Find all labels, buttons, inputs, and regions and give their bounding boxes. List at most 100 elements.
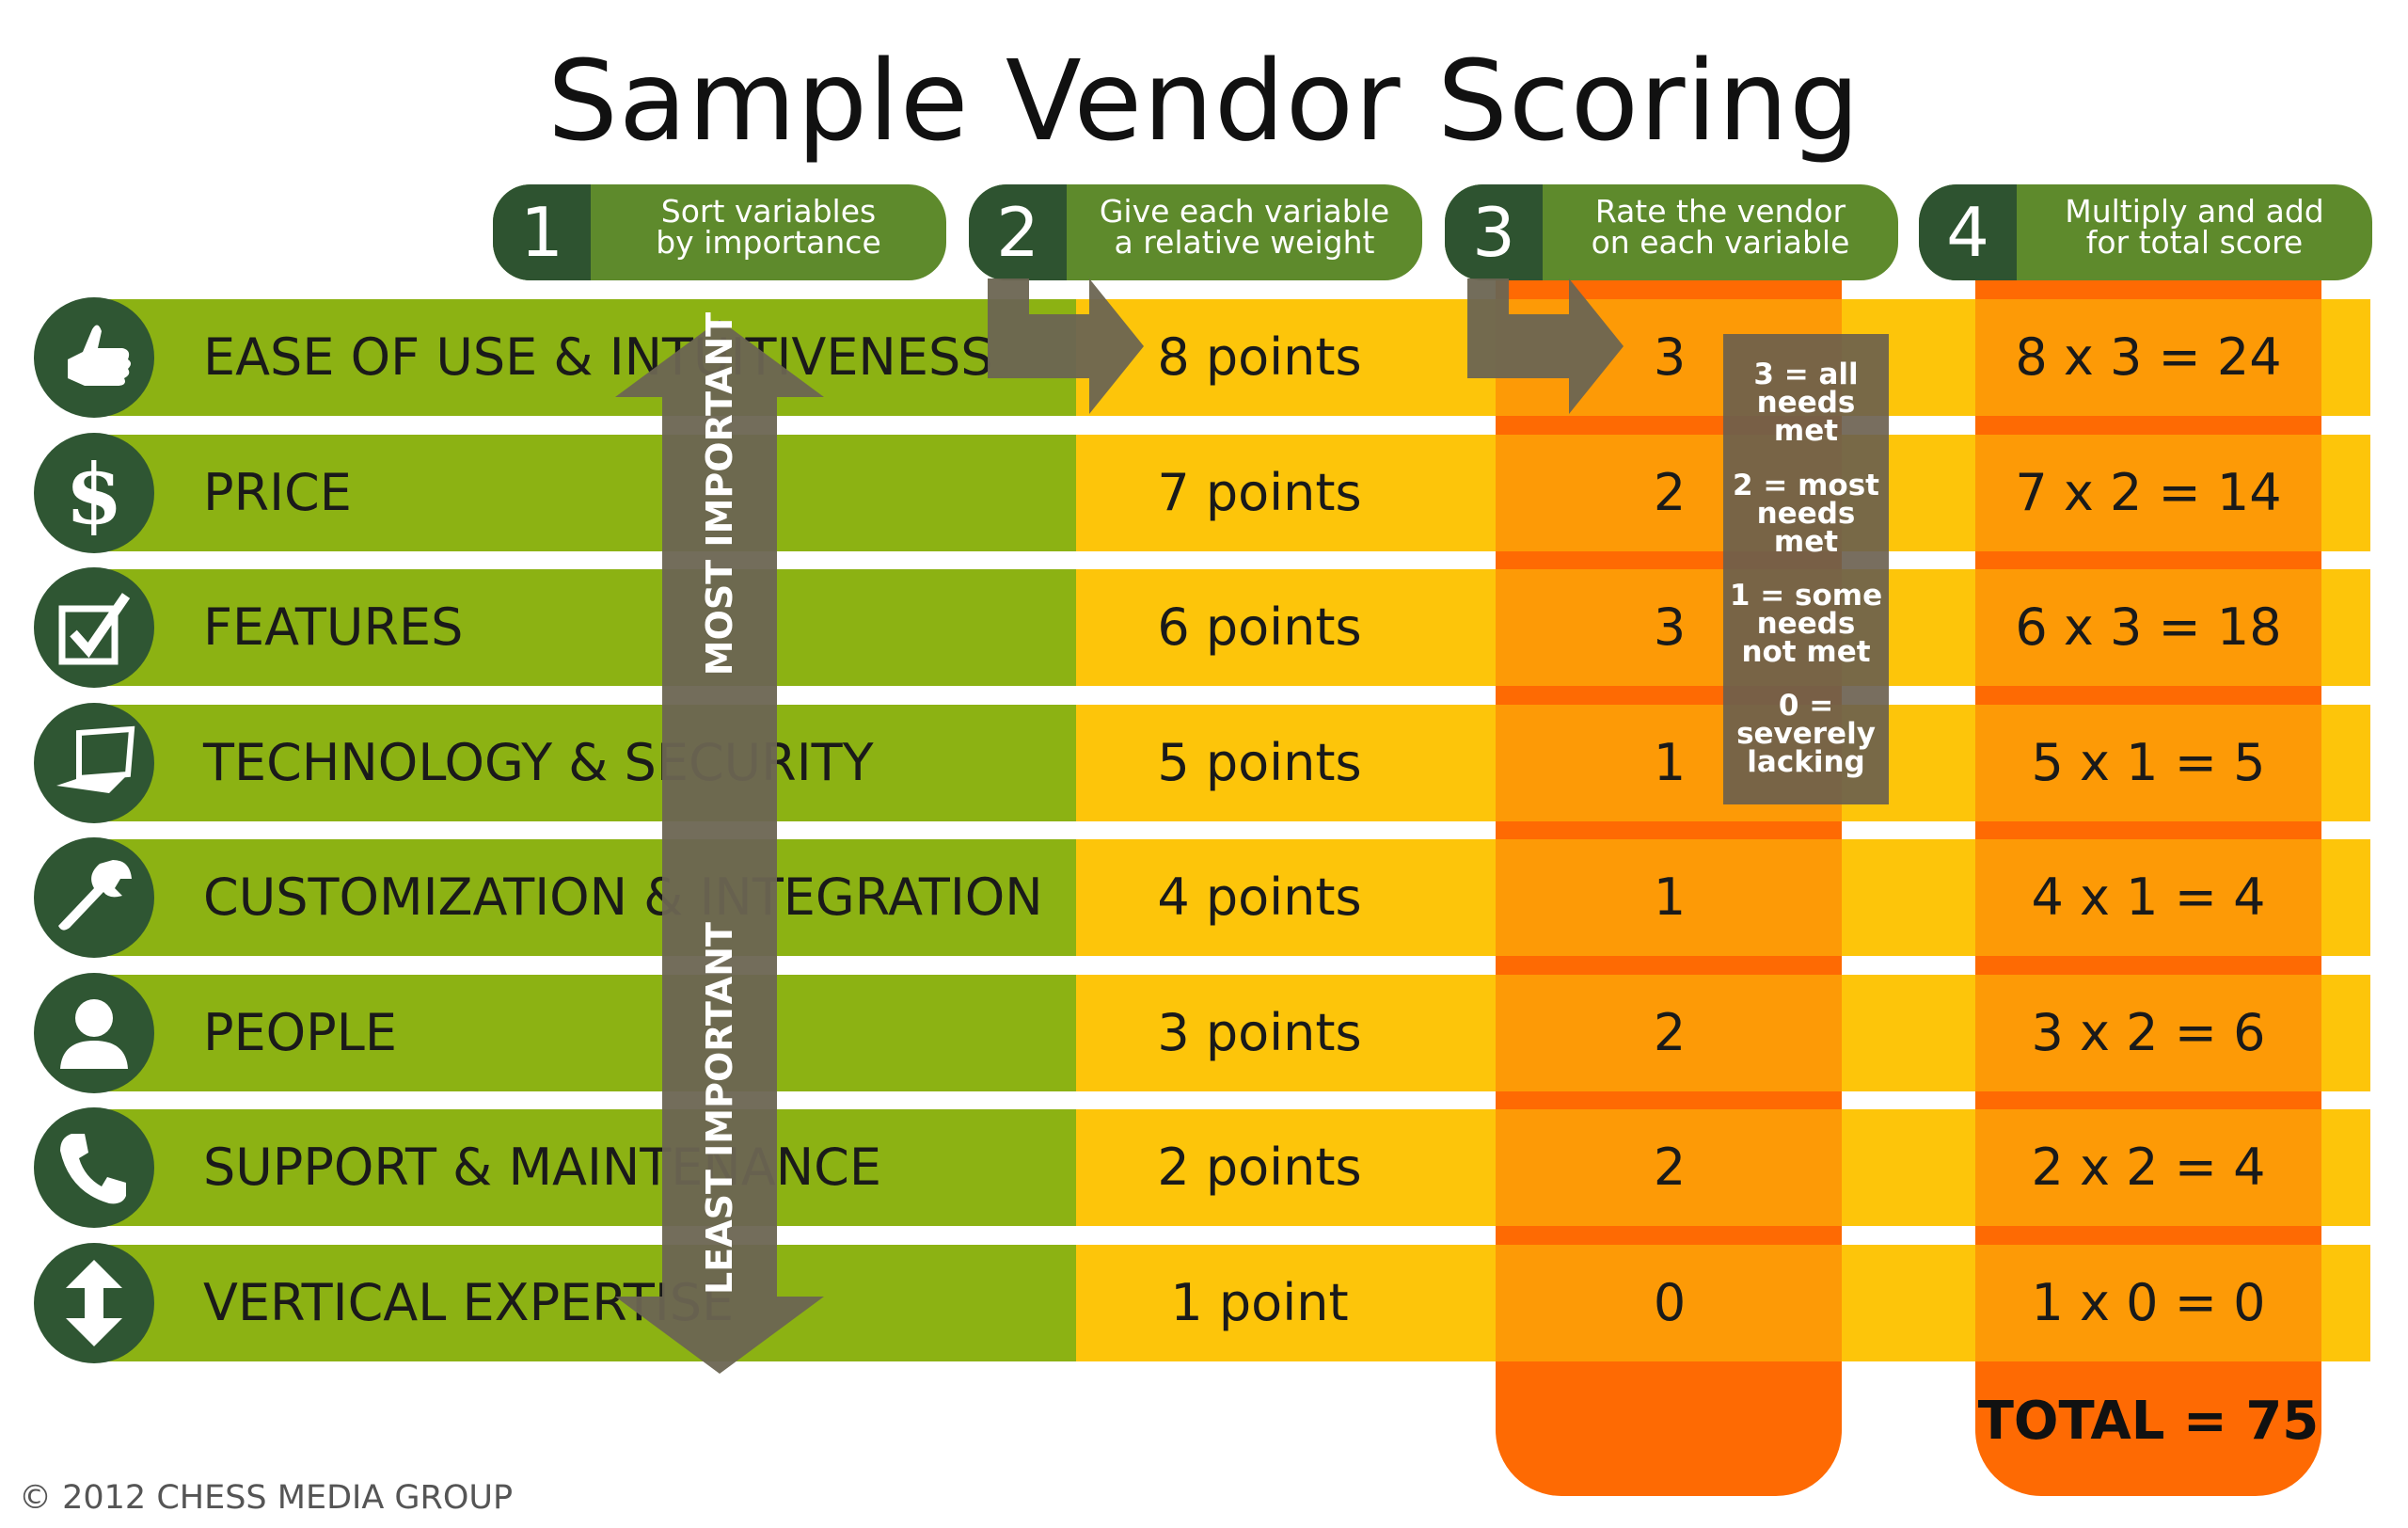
row-band-score: [1975, 705, 2321, 821]
row-score: 8 x 3 = 24: [2015, 327, 2282, 387]
step-text-line-1: Sort variables: [660, 193, 877, 230]
copyright: © 2012 CHESS MEDIA GROUP: [19, 1479, 514, 1517]
row-icon-badge: [34, 1243, 154, 1363]
legend-line: needs: [1756, 607, 1856, 641]
row-band-label: [94, 299, 1076, 416]
row-rating: 3: [1653, 597, 1687, 657]
row-weight: 6 points: [1157, 597, 1362, 657]
row-icon-badge: [34, 297, 154, 418]
row-label: PEOPLE: [203, 1003, 397, 1062]
row-label: FEATURES: [203, 597, 464, 657]
row-icon-badge: [34, 837, 154, 958]
row-weight: 1 point: [1170, 1273, 1349, 1332]
row-score: 2 x 2 = 4: [2031, 1138, 2266, 1197]
row-label: EASE OF USE & INTUITIVENESS: [203, 327, 993, 387]
row-rating: 1: [1653, 733, 1687, 792]
legend-line: 3 = all: [1753, 358, 1859, 391]
row-band-score: [1975, 569, 2321, 686]
row-band-label: [94, 1245, 1076, 1361]
row-score: 7 x 2 = 14: [2015, 463, 2282, 522]
row-score: 6 x 3 = 18: [2015, 597, 2282, 657]
least-important-label: LEAST IMPORTANT: [699, 922, 740, 1295]
step-3-connector-arrow: [1467, 279, 1624, 414]
row-rating: 2: [1653, 1003, 1687, 1062]
legend-line: lacking: [1747, 745, 1865, 779]
row-band-score: [1975, 975, 2321, 1091]
row-band-label: [94, 705, 1076, 821]
row-band-rating: [1496, 975, 1842, 1091]
row-score: 3 x 2 = 6: [2031, 1003, 2266, 1062]
step-text-line-1: Multiply and add: [2065, 193, 2324, 230]
row-icon-badge: [34, 1107, 154, 1228]
row-band-label: [94, 435, 1076, 551]
most-important-label: MOST IMPORTANT: [699, 311, 740, 676]
row-band-score: [1975, 435, 2321, 551]
row-label: PRICE: [203, 463, 352, 522]
step-text-line-2: on each variable: [1591, 224, 1850, 261]
importance-double-arrow: [615, 320, 824, 1374]
row-band-label: [94, 569, 1076, 686]
step-number: 2: [969, 184, 1067, 280]
legend-line: met: [1773, 414, 1839, 448]
step-number: 4: [1919, 184, 2017, 280]
step-text-line-2: a relative weight: [1114, 224, 1375, 261]
legend-line: needs: [1756, 386, 1856, 420]
legend-line: not met: [1741, 635, 1871, 669]
row-band-label: [94, 839, 1076, 956]
row-rating: 2: [1653, 1138, 1687, 1197]
row-band-score: [1975, 299, 2321, 416]
row-band-label: [94, 1109, 1076, 1226]
row-band-score: [1975, 1245, 2321, 1361]
row-icon-badge: [34, 973, 154, 1093]
row-score: 5 x 1 = 5: [2031, 733, 2266, 792]
page-title: Sample Vendor Scoring: [547, 36, 1861, 166]
row-rating: 0: [1653, 1273, 1687, 1332]
row-icon-badge: [34, 567, 154, 688]
legend-line: needs: [1756, 497, 1856, 531]
row-score: 1 x 0 = 0: [2031, 1273, 2266, 1332]
row-icon-badge: [34, 703, 154, 823]
row-rating: 1: [1653, 867, 1687, 927]
row-rating: 2: [1653, 463, 1687, 522]
step-text-line-1: Give each variable: [1099, 193, 1390, 230]
total-score: TOTAL = 75: [1977, 1391, 2320, 1452]
step-text-line-2: for total score: [2085, 224, 2304, 261]
row-label: CUSTOMIZATION & INTEGRATION: [203, 867, 1043, 927]
legend-line: 0 =: [1778, 689, 1834, 723]
row-weight: 5 points: [1157, 733, 1362, 792]
row-icon-badge: $: [34, 433, 154, 553]
row-band-rating: [1496, 1109, 1842, 1226]
step-text-line-1: Rate the vendor: [1594, 193, 1846, 230]
row-band-score: [1975, 1109, 2321, 1226]
row-weight: 3 points: [1157, 1003, 1362, 1062]
row-band-score: [1975, 839, 2321, 956]
row-weight: 8 points: [1157, 327, 1362, 387]
row-weight: 7 points: [1157, 463, 1362, 522]
legend-line: met: [1773, 525, 1839, 559]
legend-line: 1 = some: [1729, 579, 1883, 613]
step-number: 1: [493, 184, 591, 280]
row-band-rating: [1496, 1245, 1842, 1361]
legend-line: severely: [1736, 717, 1876, 751]
row-band-rating: [1496, 839, 1842, 956]
row-band-label: [94, 975, 1076, 1091]
row-score: 4 x 1 = 4: [2031, 867, 2266, 927]
row-weight: 4 points: [1157, 867, 1362, 927]
svg-text:$: $: [65, 446, 122, 540]
legend-line: 2 = most: [1733, 469, 1879, 502]
step-text-line-2: by importance: [656, 224, 881, 261]
row-rating: 3: [1653, 327, 1687, 387]
